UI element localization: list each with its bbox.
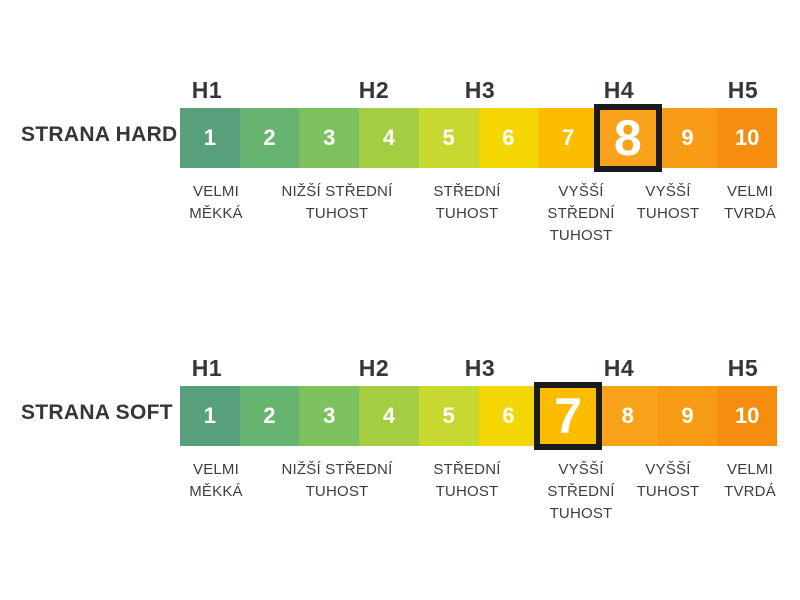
category-label-velmi-mekka: VELMI MĚKKÁ [189,461,243,500]
scale-cell-9: 9 [657,386,718,446]
firmness-bar-hard: 1 2 3 4 5 6 7 8 9 10 [180,104,778,172]
scale-cell-10: 10 [717,108,778,168]
cell-number: 2 [263,403,276,428]
cell-number: 1 [203,125,216,150]
scale-cell-1: 1 [180,386,240,446]
scale-cell-5: 5 [418,108,479,168]
scale-cell-4: 4 [359,108,419,168]
category-label-vyssi: VYŠŠÍ TUHOST [636,461,700,500]
cell-number: 1 [203,403,216,428]
cell-number: 4 [382,403,396,428]
cell-number: 8 [621,403,634,428]
h-label-h2: H2 [358,355,390,381]
cell-number: 5 [442,125,455,150]
cell-number: 8 [613,110,642,166]
scale-cell-6: 6 [478,386,539,446]
scale-cell-7: 7 [538,108,598,168]
scale-cell-5: 5 [418,386,479,446]
soft-scale-section: H1 H2 H3 H4 H5 STRANA SOFT 1 2 3 4 5 6 7… [0,357,800,567]
scale-cell-8: 8 [597,386,658,446]
cell-number: 9 [681,403,694,428]
h-label-h2: H2 [358,77,390,103]
h-label-h4: H4 [603,355,635,381]
cell-number: 7 [554,388,582,444]
category-label-nizsi-stredni: NIŽŠÍ STŘEDNÍ TUHOST [281,461,393,500]
h-label-h5: H5 [727,355,759,381]
cell-number: 4 [382,125,396,150]
h-label-h1: H1 [191,77,223,103]
cell-number: 3 [323,125,336,150]
scale-cell-7: 7 [538,386,598,446]
scale-cell-3: 3 [299,108,360,168]
cell-number: 6 [502,125,515,150]
category-label-velmi-tvrda: VELMI TVRDÁ [724,183,776,222]
cell-number: 5 [442,403,455,428]
category-label-stredni: STŘEDNÍ TUHOST [433,461,501,500]
scale-cell-3: 3 [299,386,360,446]
category-label-vyssi-stredni: VYŠŠÍ STŘEDNÍ TUHOST [547,183,615,244]
category-label-vyssi: VYŠŠÍ TUHOST [636,183,700,222]
scale-title-hard: STRANA HARD [21,123,178,146]
h-label-h5: H5 [727,77,759,103]
cell-number: 10 [734,125,760,150]
category-label-vyssi-stredni: VYŠŠÍ STŘEDNÍ TUHOST [547,461,615,522]
h-label-h1: H1 [191,355,223,381]
cell-number: 10 [734,403,760,428]
scale-title-soft: STRANA SOFT [21,401,173,424]
cell-number: 7 [561,125,575,150]
scale-cell-10: 10 [717,386,778,446]
scale-cell-2: 2 [239,108,300,168]
firmness-bar-soft: 1 2 3 4 5 6 7 8 9 10 [180,382,778,450]
scale-cell-4: 4 [359,386,419,446]
cell-number: 3 [323,403,336,428]
scale-cell-2: 2 [239,386,300,446]
scale-cell-8: 8 [597,108,658,168]
category-label-nizsi-stredni: NIŽŠÍ STŘEDNÍ TUHOST [281,183,393,222]
cell-number: 9 [681,125,694,150]
scale-cell-9: 9 [657,108,718,168]
h-label-h3: H3 [464,77,496,103]
category-label-velmi-tvrda: VELMI TVRDÁ [724,461,776,500]
h-label-h4: H4 [603,77,635,103]
scale-cell-1: 1 [180,108,240,168]
category-label-stredni: STŘEDNÍ TUHOST [433,183,501,222]
cell-number: 2 [263,125,276,150]
cell-number: 6 [502,403,515,428]
category-label-velmi-mekka: VELMI MĚKKÁ [189,183,243,222]
hard-scale-section: H1 H2 H3 H4 H5 STRANA HARD 1 2 3 4 5 6 7… [0,79,800,289]
h-label-h3: H3 [464,355,496,381]
scale-cell-6: 6 [478,108,539,168]
